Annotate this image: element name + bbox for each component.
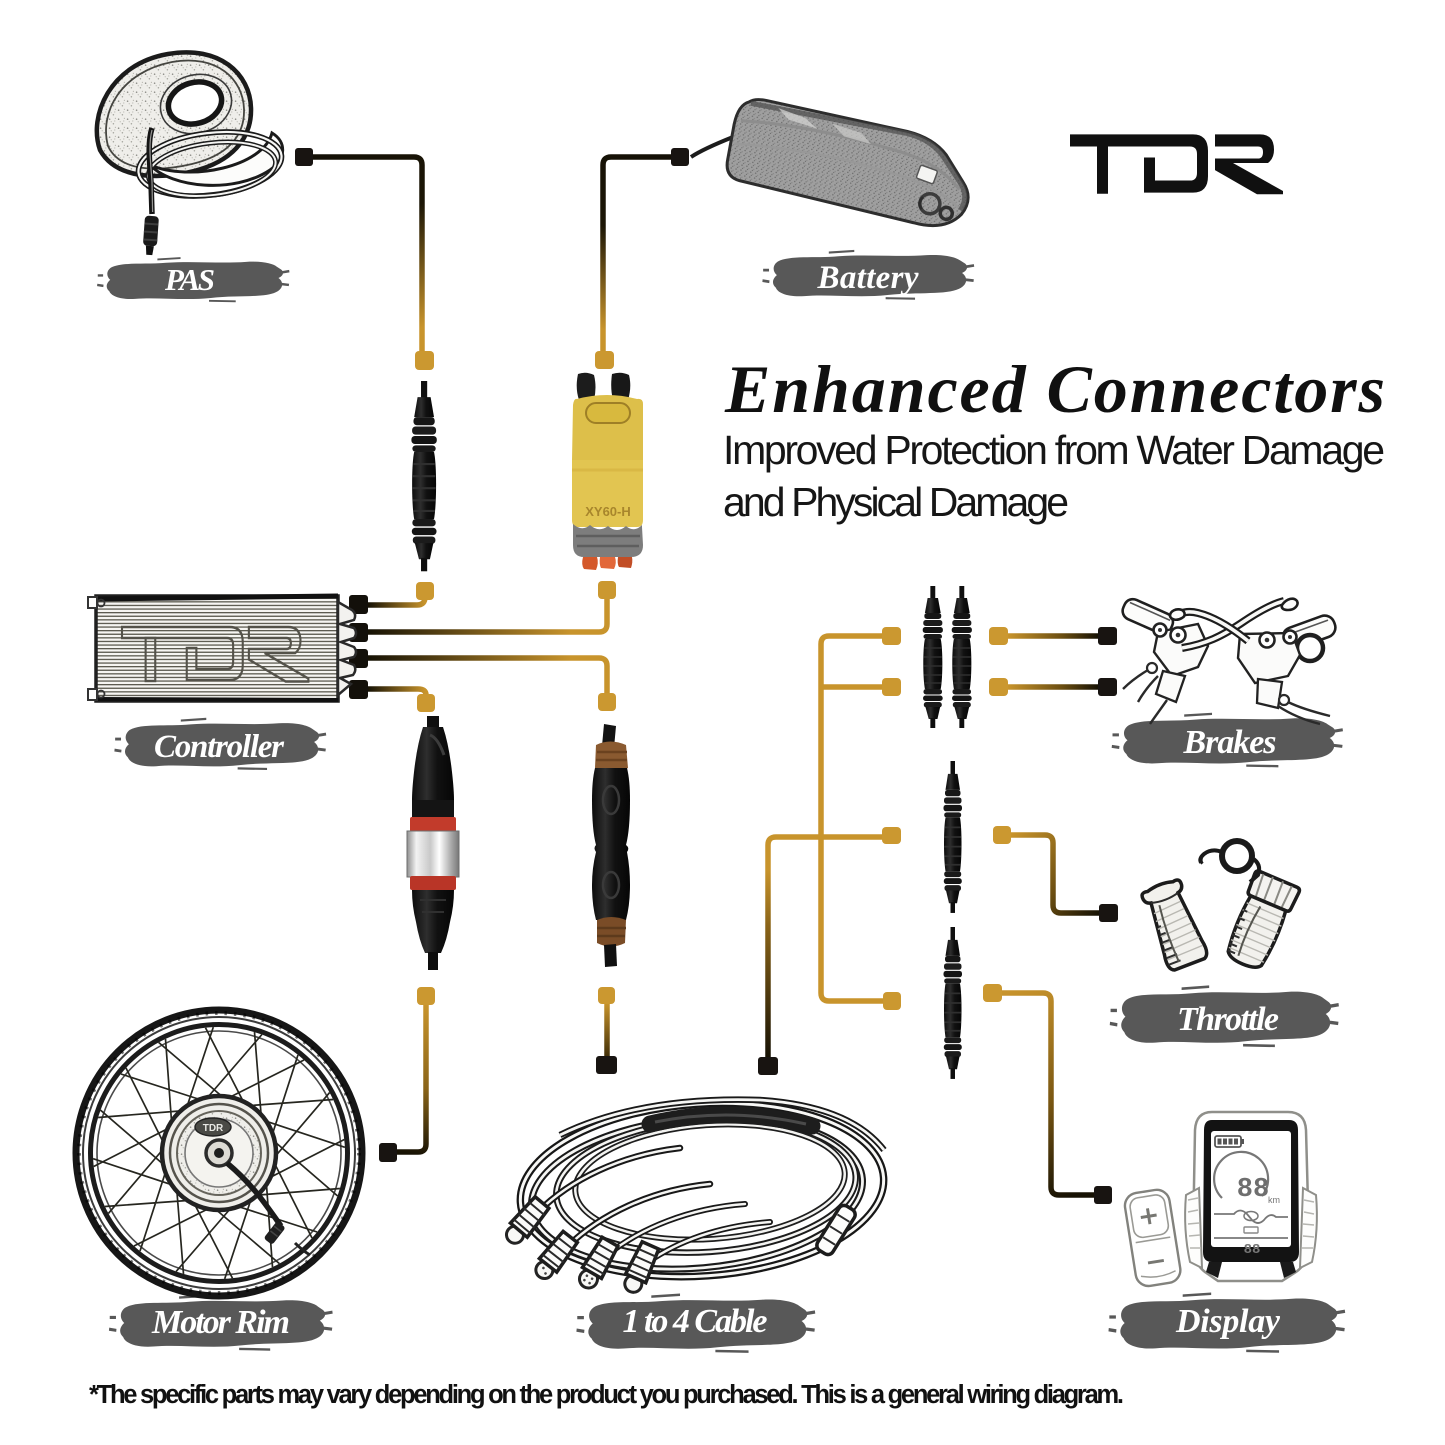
svg-text:TDR: TDR — [203, 1123, 224, 1134]
svg-text:88: 88 — [1244, 1242, 1261, 1258]
svg-text:Display: Display — [1175, 1303, 1281, 1340]
svg-text:Battery: Battery — [817, 260, 919, 296]
svg-text:Brakes: Brakes — [1183, 724, 1277, 761]
svg-text:XY60-H: XY60-H — [585, 504, 631, 519]
svg-text:*The specific parts may vary d: *The specific parts may vary depending o… — [89, 1381, 1124, 1409]
svg-text:Improved Protection from Water: Improved Protection from Water Damage — [723, 427, 1385, 473]
svg-text:88: 88 — [1237, 1175, 1269, 1205]
svg-text:km: km — [1268, 1195, 1280, 1205]
svg-text:1 to 4 Cable: 1 to 4 Cable — [623, 1303, 768, 1340]
svg-text:Throttle: Throttle — [1177, 1001, 1279, 1038]
svg-text:Controller: Controller — [154, 729, 285, 765]
svg-text:and Physical Damage: and Physical Damage — [723, 479, 1069, 525]
svg-text:Enhanced Connectors: Enhanced Connectors — [724, 351, 1385, 427]
svg-text:PAS: PAS — [164, 262, 215, 297]
svg-text:Motor Rim: Motor Rim — [151, 1304, 290, 1341]
